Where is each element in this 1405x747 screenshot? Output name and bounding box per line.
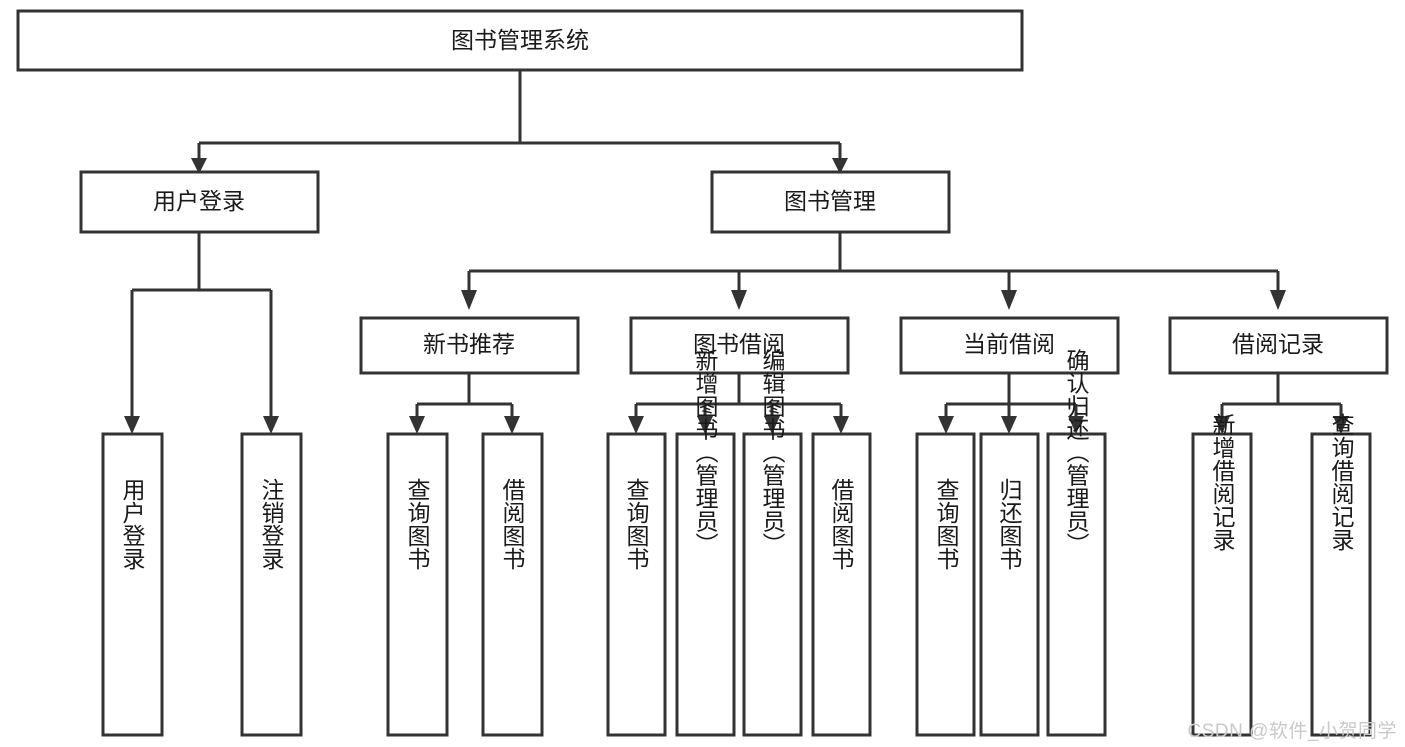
connector-layer bbox=[124, 70, 1349, 434]
leaf-node-query-borrow-record[interactable]: 查询借阅记录 bbox=[1310, 413, 1372, 737]
arrow-head-to-book-manage bbox=[832, 158, 848, 174]
node-book-borrow[interactable]: 图书借阅 bbox=[629, 316, 850, 375]
arrow-head-leaf-edit-book bbox=[764, 416, 780, 434]
node-current-borrow-label: 当前借阅 bbox=[963, 331, 1055, 357]
leaf-node-return-book-label: 归还图书 bbox=[996, 478, 1023, 570]
connector-current-borrow-to-leaves bbox=[944, 373, 1078, 418]
connector-new-book-rec-to-leaves bbox=[415, 373, 514, 418]
leaf-node-logout-box bbox=[240, 432, 303, 737]
leaf-node-query-book-borrow-box bbox=[606, 432, 667, 737]
arrow-head-leaf-logout bbox=[263, 416, 279, 434]
node-book-borrow-box bbox=[629, 316, 850, 375]
leaf-node-logout[interactable]: 注销登录 bbox=[240, 432, 303, 737]
arrow-head-to-borrow-record bbox=[1270, 290, 1286, 310]
leaf-node-return-book-box bbox=[979, 432, 1040, 737]
node-root-label: 图书管理系统 bbox=[451, 27, 589, 53]
arrow-head-to-new-book-rec bbox=[461, 290, 477, 310]
leaf-node-query-book-rec[interactable]: 查询图书 bbox=[386, 432, 449, 737]
leaf-node-query-book-rec-label: 查询图书 bbox=[404, 478, 431, 570]
arrow-head-leaf-query-book-1 bbox=[409, 416, 425, 434]
leaf-node-confirm-return-label: 确认归还（管理员） bbox=[1063, 349, 1090, 556]
node-new-book-recommend-label: 新书推荐 bbox=[423, 331, 515, 357]
connector-borrow-record-to-leaves bbox=[1220, 373, 1343, 418]
arrow-head-to-book-borrow bbox=[731, 290, 747, 310]
connector-root-to-level2 bbox=[197, 70, 842, 160]
arrow-head-leaf-query-record bbox=[1333, 416, 1349, 434]
arrow-head-to-current-borrow bbox=[1001, 290, 1017, 310]
leaf-node-edit-book-label: 编辑图书（管理员） bbox=[759, 349, 786, 556]
node-book-management-box bbox=[710, 170, 951, 234]
arrow-head-leaf-confirm-return bbox=[1068, 416, 1084, 434]
leaf-node-add-borrow-record-label: 新增借阅记录 bbox=[1209, 413, 1236, 551]
arrow-head-leaf-query-book-2 bbox=[628, 416, 644, 434]
leaf-node-confirm-return[interactable]: 确认归还（管理员） bbox=[1046, 349, 1107, 737]
leaf-node-user-login-box bbox=[101, 432, 164, 737]
leaf-node-query-book-borrow-label: 查询图书 bbox=[623, 478, 650, 570]
node-book-borrow-label: 图书借阅 bbox=[693, 331, 785, 357]
arrow-head-leaf-borrow-book-1 bbox=[504, 416, 520, 434]
arrow-head-leaf-user-login bbox=[124, 416, 140, 434]
leaf-node-query-book-current[interactable]: 查询图书 bbox=[915, 432, 976, 737]
leaf-node-borrow-book-label: 借阅图书 bbox=[828, 478, 855, 570]
arrow-head-leaf-add-book bbox=[697, 416, 713, 434]
node-current-borrow-box bbox=[899, 316, 1120, 375]
leaf-node-borrow-book-rec-label: 借阅图书 bbox=[499, 478, 526, 570]
arrow-head-leaf-borrow-book-2 bbox=[833, 416, 849, 434]
leaf-node-query-book-current-label: 查询图书 bbox=[933, 478, 960, 570]
node-book-management-label: 图书管理 bbox=[784, 188, 876, 214]
node-user-login-label: 用户登录 bbox=[153, 188, 245, 214]
leaf-node-borrow-book-box bbox=[811, 432, 872, 737]
node-current-borrow[interactable]: 当前借阅 bbox=[899, 316, 1120, 375]
leaf-node-query-book-rec-box bbox=[386, 432, 449, 737]
leaf-node-confirm-return-box bbox=[1046, 432, 1107, 737]
node-user-login-box bbox=[79, 170, 320, 234]
leaf-node-query-book-borrow[interactable]: 查询图书 bbox=[606, 432, 667, 737]
leaf-node-borrow-book-rec-box bbox=[481, 432, 544, 737]
leaf-node-add-book[interactable]: 新增图书（管理员） bbox=[675, 349, 736, 737]
connector-user-login-to-leaves bbox=[130, 232, 273, 418]
leaf-node-add-book-box bbox=[675, 432, 736, 737]
node-user-login[interactable]: 用户登录 bbox=[79, 170, 320, 234]
node-new-book-recommend[interactable]: 新书推荐 bbox=[359, 316, 580, 375]
node-borrow-record-label: 借阅记录 bbox=[1232, 331, 1324, 357]
leaf-node-edit-book[interactable]: 编辑图书（管理员） bbox=[742, 349, 803, 737]
arrow-head-to-user-login bbox=[191, 158, 207, 174]
node-book-management[interactable]: 图书管理 bbox=[710, 170, 951, 234]
leaf-node-logout-label: 注销登录 bbox=[258, 478, 285, 570]
node-root-book-management-system[interactable]: 图书管理系统 bbox=[16, 9, 1024, 72]
leaf-node-edit-book-box bbox=[742, 432, 803, 737]
arrow-head-leaf-add-record bbox=[1214, 416, 1230, 434]
leaf-node-query-borrow-record-box bbox=[1310, 432, 1372, 737]
node-borrow-record-box bbox=[1168, 316, 1389, 375]
leaf-node-borrow-book-rec[interactable]: 借阅图书 bbox=[481, 432, 544, 737]
connector-book-manage-to-level3 bbox=[467, 232, 1280, 292]
node-root-box bbox=[16, 9, 1024, 72]
arrow-head-leaf-query-book-3 bbox=[938, 416, 954, 434]
leaf-node-query-borrow-record-label: 查询借阅记录 bbox=[1328, 413, 1355, 551]
arrow-head-leaf-return-book bbox=[1001, 416, 1017, 434]
connector-book-borrow-to-leaves bbox=[634, 373, 843, 418]
leaf-node-add-borrow-record-box bbox=[1191, 432, 1253, 737]
node-new-book-recommend-box bbox=[359, 316, 580, 375]
leaf-node-add-book-label: 新增图书（管理员） bbox=[692, 349, 719, 556]
node-borrow-record[interactable]: 借阅记录 bbox=[1168, 316, 1389, 375]
leaf-node-return-book[interactable]: 归还图书 bbox=[979, 432, 1040, 737]
leaf-node-add-borrow-record[interactable]: 新增借阅记录 bbox=[1191, 413, 1253, 737]
leaf-node-user-login-label: 用户登录 bbox=[119, 478, 146, 570]
leaf-node-user-login[interactable]: 用户登录 bbox=[101, 432, 164, 737]
leaf-node-borrow-book[interactable]: 借阅图书 bbox=[811, 432, 872, 737]
leaf-node-query-book-current-box bbox=[915, 432, 976, 737]
